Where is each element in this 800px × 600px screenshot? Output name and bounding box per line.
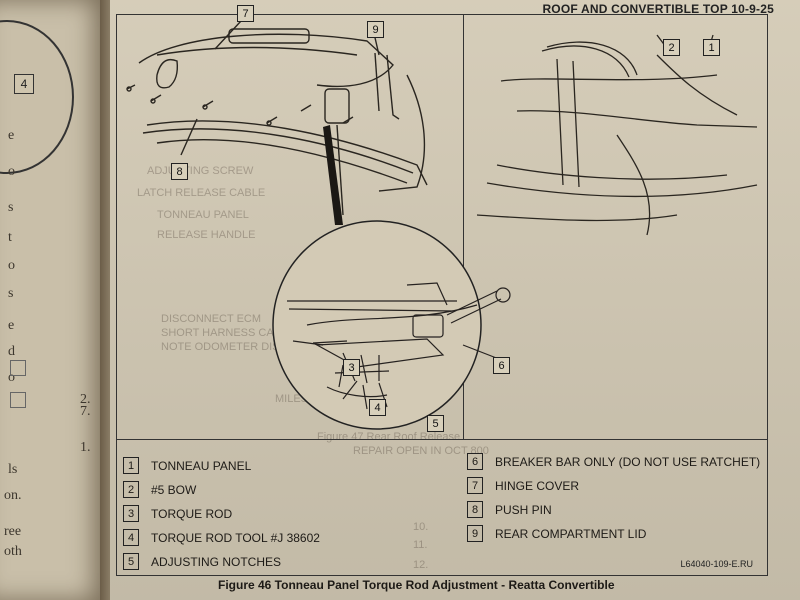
- detail-illustration: [287, 282, 511, 410]
- callout-number-5-bow: 2: [663, 39, 680, 56]
- legend-number: 1: [123, 457, 139, 474]
- legend-item: 5 ADJUSTING NOTCHES: [123, 553, 281, 570]
- show-through-text: LATCH RELEASE CABLE: [137, 187, 266, 199]
- show-through-text: MILES: [275, 393, 309, 405]
- show-through-text: Figure 47 Rear Roof Release: [317, 431, 461, 443]
- left-text-fragment: e: [8, 128, 15, 143]
- detail-circle: [272, 220, 482, 430]
- legend-item: 6 BREAKER BAR ONLY (DO NOT USE RATCHET): [467, 453, 760, 470]
- left-text-fragment: o: [8, 164, 15, 179]
- panel-divider-horizontal: [117, 439, 767, 440]
- left-text-fragment: oth: [4, 544, 22, 559]
- legend-number: 2: [123, 481, 139, 498]
- left-text-fragment: s: [8, 200, 14, 215]
- show-through-text: 11.: [413, 539, 428, 551]
- legend-number: 5: [123, 553, 139, 570]
- legend-item: 2 #5 BOW: [123, 481, 196, 498]
- legend-label: TORQUE ROD: [151, 506, 233, 521]
- left-checkbox-shape: [10, 360, 26, 376]
- legend-label: PUSH PIN: [495, 502, 552, 517]
- figure-caption: Figure 46 Tonneau Panel Torque Rod Adjus…: [218, 578, 615, 592]
- show-through-text: SHORT HARNESS CAVITY: [161, 327, 298, 339]
- callout-adjusting-notches: 5: [427, 415, 444, 432]
- callout-hinge-cover: 7: [237, 5, 254, 22]
- legend-label: HINGE COVER: [495, 478, 580, 493]
- legend-item: 1 TONNEAU PANEL: [123, 457, 251, 474]
- legend-item: 9 REAR COMPARTMENT LID: [467, 525, 646, 542]
- legend-label: BREAKER BAR ONLY (DO NOT USE RATCHET): [495, 454, 761, 469]
- legend-item: 8 PUSH PIN: [467, 501, 552, 518]
- figure-code: L64040-109-E.RU: [680, 559, 753, 569]
- legend-number: 4: [123, 529, 139, 546]
- tool-bracket-shape: [324, 88, 350, 124]
- technical-drawing: [126, 20, 758, 430]
- callout-breaker-bar: 6: [493, 357, 510, 374]
- left-text-fragment: e: [8, 318, 15, 333]
- figure-frame: ADJUSTING SCREW LATCH RELEASE CABLE TONN…: [116, 5, 768, 576]
- show-through-text: DISCONNECT ECM: [161, 313, 262, 325]
- legend-label: REAR COMPARTMENT LID: [495, 526, 647, 541]
- legend-item: 3 TORQUE ROD: [123, 505, 232, 522]
- legend-number: 3: [123, 505, 139, 522]
- legend-number: 6: [467, 453, 483, 470]
- show-through-text: NOTE ODOMETER DISPLAY: [161, 341, 307, 353]
- left-text-fragment: s: [8, 286, 14, 301]
- breaker-bar-shape: [446, 290, 502, 324]
- detail-circle-left: [0, 20, 74, 174]
- left-text-fragment: t: [8, 230, 12, 245]
- panel-divider-vertical: [463, 15, 464, 439]
- hinge-cover-shape: [228, 28, 310, 44]
- show-through-text: TONNEAU PANEL: [157, 209, 249, 221]
- legend-label: #5 BOW: [151, 482, 197, 497]
- callout-torque-rod: 3: [343, 359, 360, 376]
- show-through-text: 12.: [413, 559, 429, 571]
- left-text-fragment: ree: [4, 524, 22, 539]
- show-through-text: 10.: [413, 521, 429, 533]
- right-illustration: [476, 34, 758, 236]
- callout-push-pin: 8: [171, 163, 188, 180]
- torque-rod-band: [323, 125, 343, 225]
- left-text-fragment: d: [8, 344, 15, 359]
- show-through-text: REPAIR OPEN IN OCT 800: [353, 445, 489, 457]
- legend-number: 8: [467, 501, 483, 518]
- left-checkbox-shape: [10, 392, 26, 408]
- manual-page: ROOF AND CONVERTIBLE TOP 10-9-25 ADJUSTI…: [110, 0, 800, 600]
- show-through-text: RELEASE HANDLE: [157, 229, 256, 241]
- page-header: ROOF AND CONVERTIBLE TOP 10-9-25: [542, 2, 774, 16]
- left-text-fragment: o: [8, 258, 15, 273]
- left-text-fragment: 1.: [80, 440, 91, 455]
- legend-item: 7 HINGE COVER: [467, 477, 579, 494]
- left-text-fragment: 2.: [80, 392, 91, 407]
- left-text-fragment: ls: [8, 462, 18, 477]
- callout-torque-rod-tool: 4: [369, 399, 386, 416]
- legend-label: TORQUE ROD TOOL #J 38602: [151, 530, 320, 545]
- left-callout-4: 4: [14, 74, 34, 94]
- left-text-fragment: on.: [4, 488, 22, 503]
- legend-label: ADJUSTING NOTCHES: [151, 554, 282, 569]
- legend-item: 4 TORQUE ROD TOOL #J 38602: [123, 529, 320, 546]
- callout-tonneau-panel: 1: [703, 39, 720, 56]
- legend-label: TONNEAU PANEL: [151, 458, 252, 473]
- legend-number: 9: [467, 525, 483, 542]
- legend-number: 7: [467, 477, 483, 494]
- left-text-fragment: 7.: [80, 404, 91, 419]
- left-illustration: [126, 20, 428, 216]
- callout-rear-compartment-lid: 9: [367, 21, 384, 38]
- left-text-fragment: o: [8, 370, 15, 385]
- left-page: 4 e o s t o s e d o ls on. ree oth 7. 1.…: [0, 0, 112, 600]
